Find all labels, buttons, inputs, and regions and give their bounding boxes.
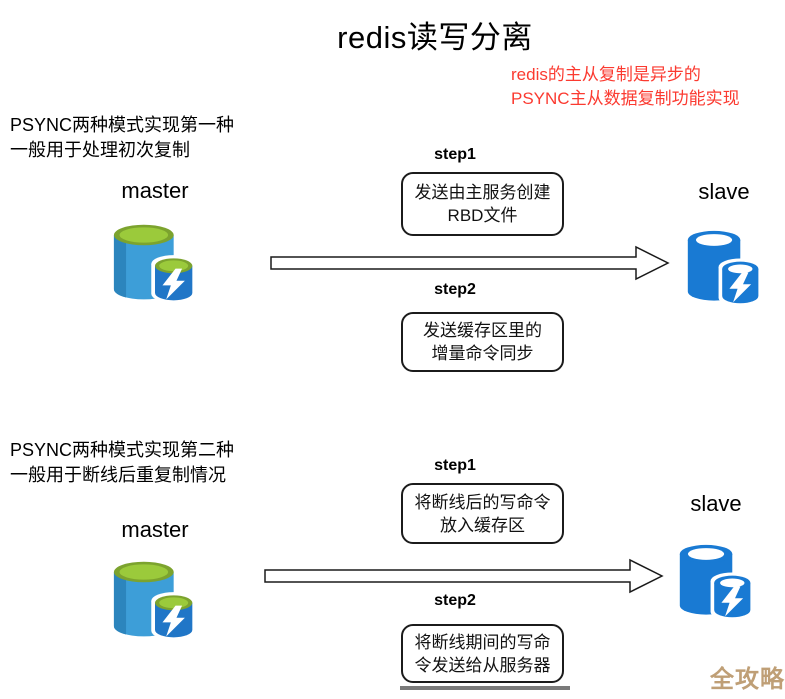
redis-cache-slave-icon — [679, 544, 754, 621]
section2-step1-box: 将断线后的写命令 放入缓存区 — [401, 483, 564, 544]
section1-replication-arrow — [270, 245, 670, 281]
redis-cache-master-icon — [113, 224, 197, 303]
section1-step1-box: 发送由主服务创建 RBD文件 — [401, 172, 564, 236]
red-annotation-line2: PSYNC主从数据复制功能实现 — [511, 89, 740, 108]
step-box-line2: 增量命令同步 — [431, 344, 534, 363]
section2-step2-label: step2 — [434, 592, 476, 609]
section2-note-line2: 一般用于断线后重复制情况 — [10, 465, 226, 485]
small-cylinder-top — [720, 578, 745, 588]
section1-note: PSYNC两种模式实现第一种 一般用于处理初次复制 — [10, 113, 234, 163]
section2-step1-label: step1 — [434, 457, 476, 474]
cylinder-top — [119, 564, 169, 580]
bottom-divider — [400, 686, 570, 690]
redis-cache-master-icon — [113, 561, 197, 640]
section2-note-line1: PSYNC两种模式实现第二种 — [10, 440, 235, 460]
cylinder-shade — [113, 572, 127, 635]
redis-slave-icon — [686, 227, 762, 309]
cylinder-top — [695, 234, 733, 246]
watermark: 全攻略 — [710, 666, 785, 693]
redis-master-icon — [112, 558, 198, 642]
right-arrow-icon — [270, 245, 670, 281]
step-box-line1: 将断线期间的写命 — [414, 632, 551, 652]
step-box-line1: 发送缓存区里的 — [423, 321, 542, 340]
small-cylinder-top — [159, 597, 189, 609]
section1-note-line2: 一般用于处理初次复制 — [10, 140, 190, 160]
section2-replication-arrow — [264, 558, 664, 594]
section1-step1-label: step1 — [434, 146, 476, 163]
cylinder-shade — [113, 235, 127, 298]
section1-note-line1: PSYNC两种模式实现第一种 — [10, 115, 235, 135]
section2-master-label: master — [121, 517, 189, 542]
step-box-line2: RBD文件 — [447, 206, 518, 225]
small-cylinder-top — [728, 264, 753, 274]
step-box-line2: 放入缓存区 — [440, 515, 525, 535]
red-annotation-line1: redis的主从复制是异步的 — [511, 65, 701, 84]
step-box-line1: 将断线后的写命令 — [414, 492, 551, 512]
section1-master-label: master — [121, 178, 189, 203]
step-box-line1: 发送由主服务创建 — [414, 183, 551, 202]
redis-master-icon — [112, 221, 198, 305]
cylinder-top — [119, 227, 169, 243]
right-arrow-icon — [264, 558, 664, 594]
section2-step2-box: 将断线期间的写命 令发送给从服务器 — [401, 624, 564, 683]
lightning-bolt-icon — [162, 605, 185, 637]
section1-slave-label: slave — [698, 179, 750, 204]
arrow-shape — [264, 558, 664, 594]
section2-note: PSYNC两种模式实现第二种 一般用于断线后重复制情况 — [10, 438, 234, 488]
lightning-bolt-icon — [721, 586, 744, 617]
section1-step2-label: step2 — [434, 281, 476, 298]
lightning-bolt-icon — [729, 272, 752, 303]
lightning-bolt-icon — [162, 268, 185, 300]
redis-slave-icon — [678, 541, 754, 623]
page-title: redis读写分离 — [337, 20, 533, 55]
arrow-shape — [270, 245, 670, 281]
cylinder-top — [687, 548, 725, 560]
section2-slave-label: slave — [690, 491, 742, 516]
section1-step2-box: 发送缓存区里的 增量命令同步 — [401, 312, 564, 372]
red-annotation: redis的主从复制是异步的 PSYNC主从数据复制功能实现 — [511, 63, 740, 111]
redis-cache-slave-icon — [687, 230, 762, 307]
step-box-line2: 令发送给从服务器 — [414, 655, 551, 675]
small-cylinder-top — [159, 260, 189, 272]
